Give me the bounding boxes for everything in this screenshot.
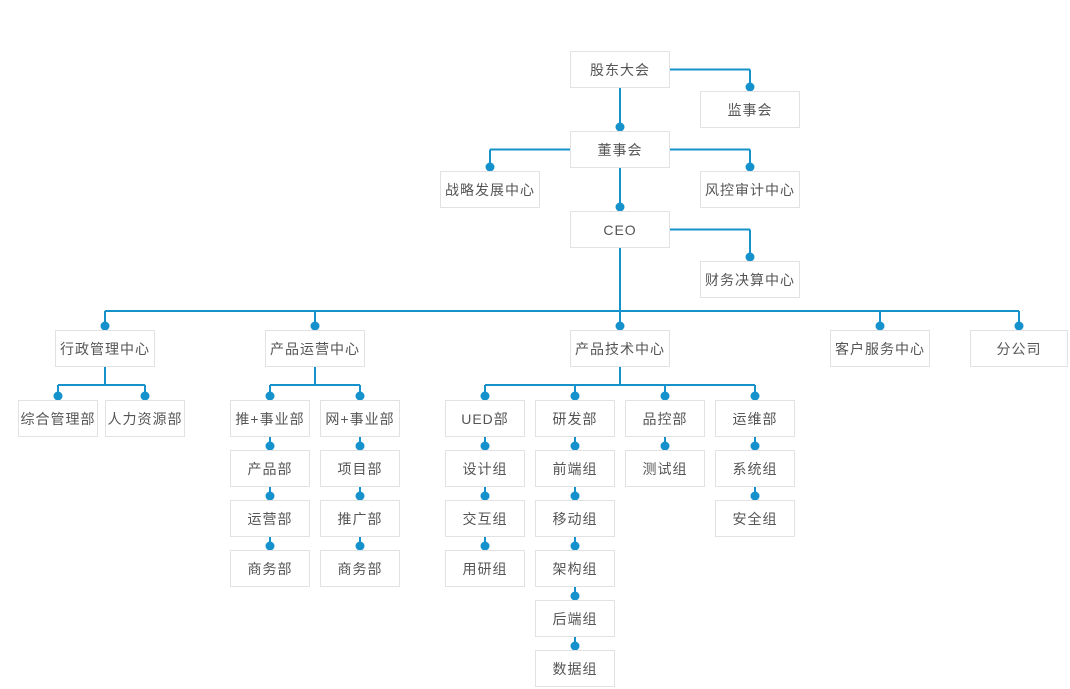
org-node-ceo: CEO — [570, 211, 670, 248]
org-node-rd: 研发部 — [535, 400, 615, 437]
org-node-admin: 行政管理中心 — [55, 330, 155, 367]
org-node-prod: 产品部 — [230, 450, 310, 487]
org-node-sec: 安全组 — [715, 500, 795, 537]
org-node-be: 后端组 — [535, 600, 615, 637]
org-node-risk: 风控审计中心 — [700, 171, 800, 208]
org-node-shareholders: 股东大会 — [570, 51, 670, 88]
org-node-general: 综合管理部 — [18, 400, 98, 437]
org-node-tech: 产品技术中心 — [570, 330, 670, 367]
org-node-design: 设计组 — [445, 450, 525, 487]
org-node-qc: 品控部 — [625, 400, 705, 437]
org-node-ops: 产品运营中心 — [265, 330, 365, 367]
org-node-hr: 人力资源部 — [105, 400, 185, 437]
org-node-branch: 分公司 — [970, 330, 1068, 367]
org-node-promo: 推广部 — [320, 500, 400, 537]
org-node-oper: 运营部 — [230, 500, 310, 537]
org-node-test: 测试组 — [625, 450, 705, 487]
org-node-sys: 系统组 — [715, 450, 795, 487]
org-node-ixd: 交互组 — [445, 500, 525, 537]
org-node-strategy: 战略发展中心 — [440, 171, 540, 208]
org-node-mobile: 移动组 — [535, 500, 615, 537]
org-node-biz2: 商务部 — [320, 550, 400, 587]
org-node-fe: 前端组 — [535, 450, 615, 487]
org-node-finance: 财务决算中心 — [700, 261, 800, 298]
org-node-om: 运维部 — [715, 400, 795, 437]
org-node-ued: UED部 — [445, 400, 525, 437]
org-node-board: 董事会 — [570, 131, 670, 168]
org-node-service: 客户服务中心 — [830, 330, 930, 367]
org-node-data: 数据组 — [535, 650, 615, 687]
org-node-arch: 架构组 — [535, 550, 615, 587]
org-node-biz1: 商务部 — [230, 550, 310, 587]
org-node-proj: 项目部 — [320, 450, 400, 487]
org-node-research: 用研组 — [445, 550, 525, 587]
org-node-supervisory: 监事会 — [700, 91, 800, 128]
org-node-wang: 网+事业部 — [320, 400, 400, 437]
org-node-tui: 推+事业部 — [230, 400, 310, 437]
